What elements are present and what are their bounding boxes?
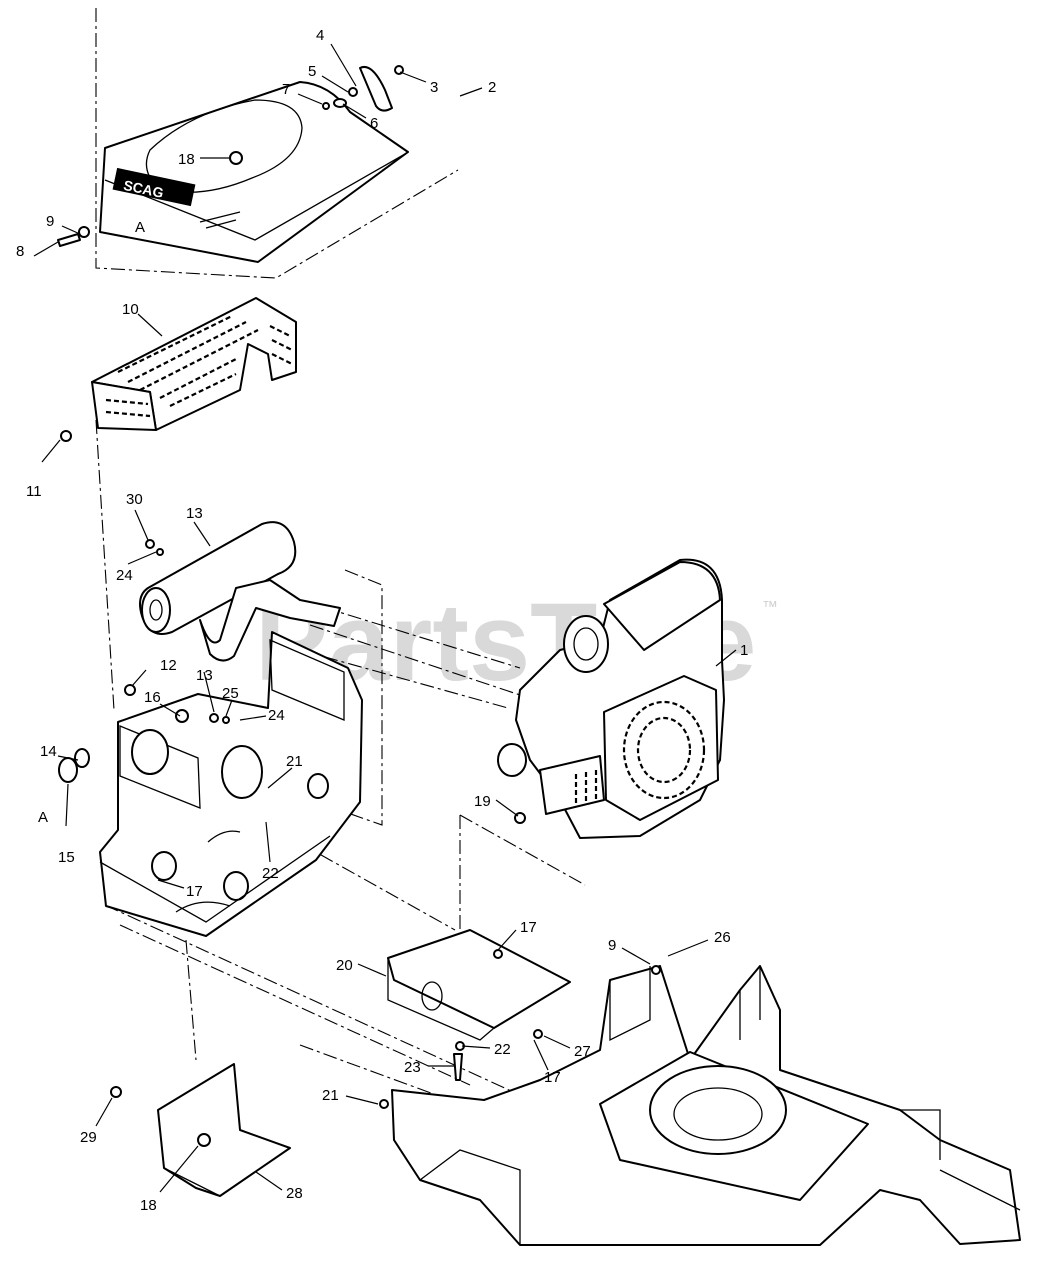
callout-30: 30	[126, 491, 143, 508]
callout-17-plate-bottom: 17	[544, 1069, 561, 1086]
callout-22-plate: 22	[494, 1041, 511, 1058]
callout-23: 23	[404, 1059, 421, 1076]
callout-6: 6	[370, 115, 378, 132]
callout-4: 4	[316, 27, 324, 44]
callout-24-bracket: 24	[268, 707, 285, 724]
callout-29: 29	[80, 1129, 97, 1146]
callout-13-muffler: 13	[186, 505, 203, 522]
callout-24-muffler: 24	[116, 567, 133, 584]
callout-14: 14	[40, 743, 57, 760]
callout-7: 7	[282, 81, 290, 98]
callout-26: 26	[714, 929, 731, 946]
callout-9-top: 9	[46, 213, 54, 230]
callout-12: 12	[160, 657, 177, 674]
callout-16: 16	[144, 689, 161, 706]
callout-13-bracket: 13	[196, 667, 213, 684]
callout-19: 19	[474, 793, 491, 810]
muffler-guard	[60, 297, 297, 442]
callout-3: 3	[430, 79, 438, 96]
callout-20: 20	[336, 957, 353, 974]
engine	[497, 558, 725, 839]
callout-21-frame: 21	[322, 1087, 339, 1104]
callout-17-plate-top: 17	[520, 919, 537, 936]
callout-15: 15	[58, 849, 75, 866]
callout-17-bracket: 17	[186, 883, 203, 900]
callout-1: 1	[740, 642, 748, 659]
callout-18-cover: 18	[178, 151, 195, 168]
callout-5: 5	[308, 63, 316, 80]
callout-28: 28	[286, 1185, 303, 1202]
callout-21-bracket: 21	[286, 753, 303, 770]
lower-deflector	[110, 1063, 291, 1197]
section-mark-a-cover: A	[135, 219, 145, 236]
callout-10: 10	[122, 301, 139, 318]
muffler	[139, 521, 341, 662]
chassis-frame	[379, 965, 1021, 1246]
callout-25: 25	[222, 685, 239, 702]
leader-lines	[33, 43, 737, 1193]
engine-bracket	[58, 631, 363, 937]
callout-18-deflector: 18	[140, 1197, 157, 1214]
seat-latch-hardware	[57, 65, 404, 247]
callouts: 1 2 3 4 5 6 7 8 9 9 10 11 12 13 13 14 15…	[16, 27, 748, 1214]
callout-27: 27	[574, 1043, 591, 1060]
callout-8: 8	[16, 243, 24, 260]
watermark-trademark: ™	[762, 599, 778, 616]
callout-2: 2	[488, 79, 496, 96]
callout-11: 11	[26, 483, 42, 500]
callout-a-bracket: A	[38, 809, 48, 826]
callout-9-right: 9	[608, 937, 616, 954]
callout-22-bracket: 22	[262, 865, 279, 882]
mount-plate	[387, 929, 571, 1081]
seat-cover: SCAG A	[99, 81, 409, 263]
